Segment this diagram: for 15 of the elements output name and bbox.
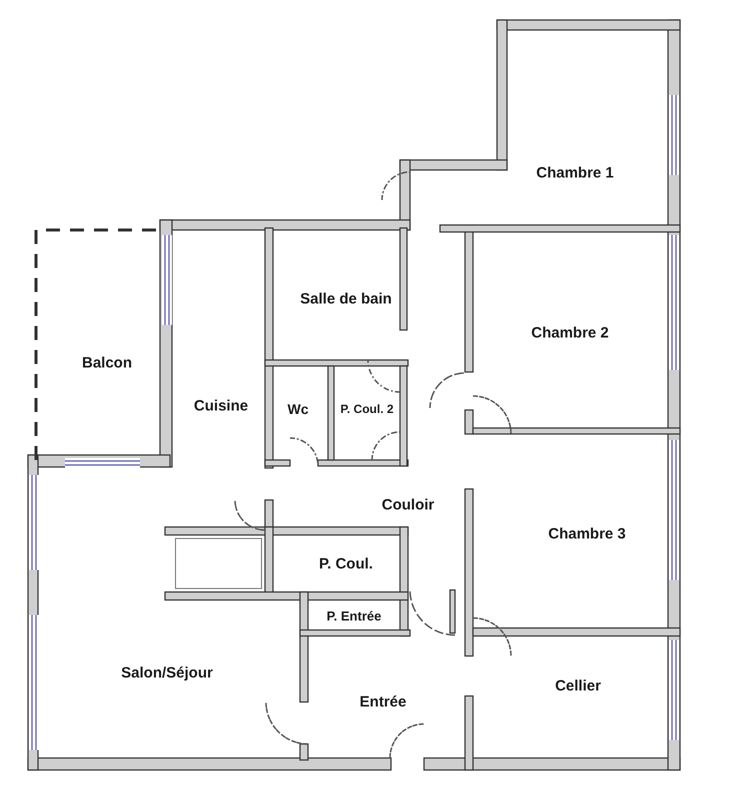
room-label: Cellier (555, 678, 601, 694)
room-label: Wc (288, 401, 308, 417)
room-label: Entrée (360, 694, 406, 710)
room-label: Chambre 3 (548, 526, 626, 542)
room-label: P. Coul. (319, 556, 373, 572)
room-label: P. Coul. 2 (340, 402, 394, 416)
room-label: Couloir (382, 496, 434, 514)
room-label: Balcon (82, 354, 132, 372)
room-label: Chambre 2 (531, 324, 609, 342)
closet-room (175, 538, 262, 589)
room-label: Salon/Séjour (121, 664, 213, 682)
room-label: Cuisine (194, 398, 248, 414)
room-label: Salle de bain (300, 290, 392, 308)
room-label: Chambre 1 (536, 164, 614, 182)
room-label: P. Entrée (326, 608, 382, 624)
